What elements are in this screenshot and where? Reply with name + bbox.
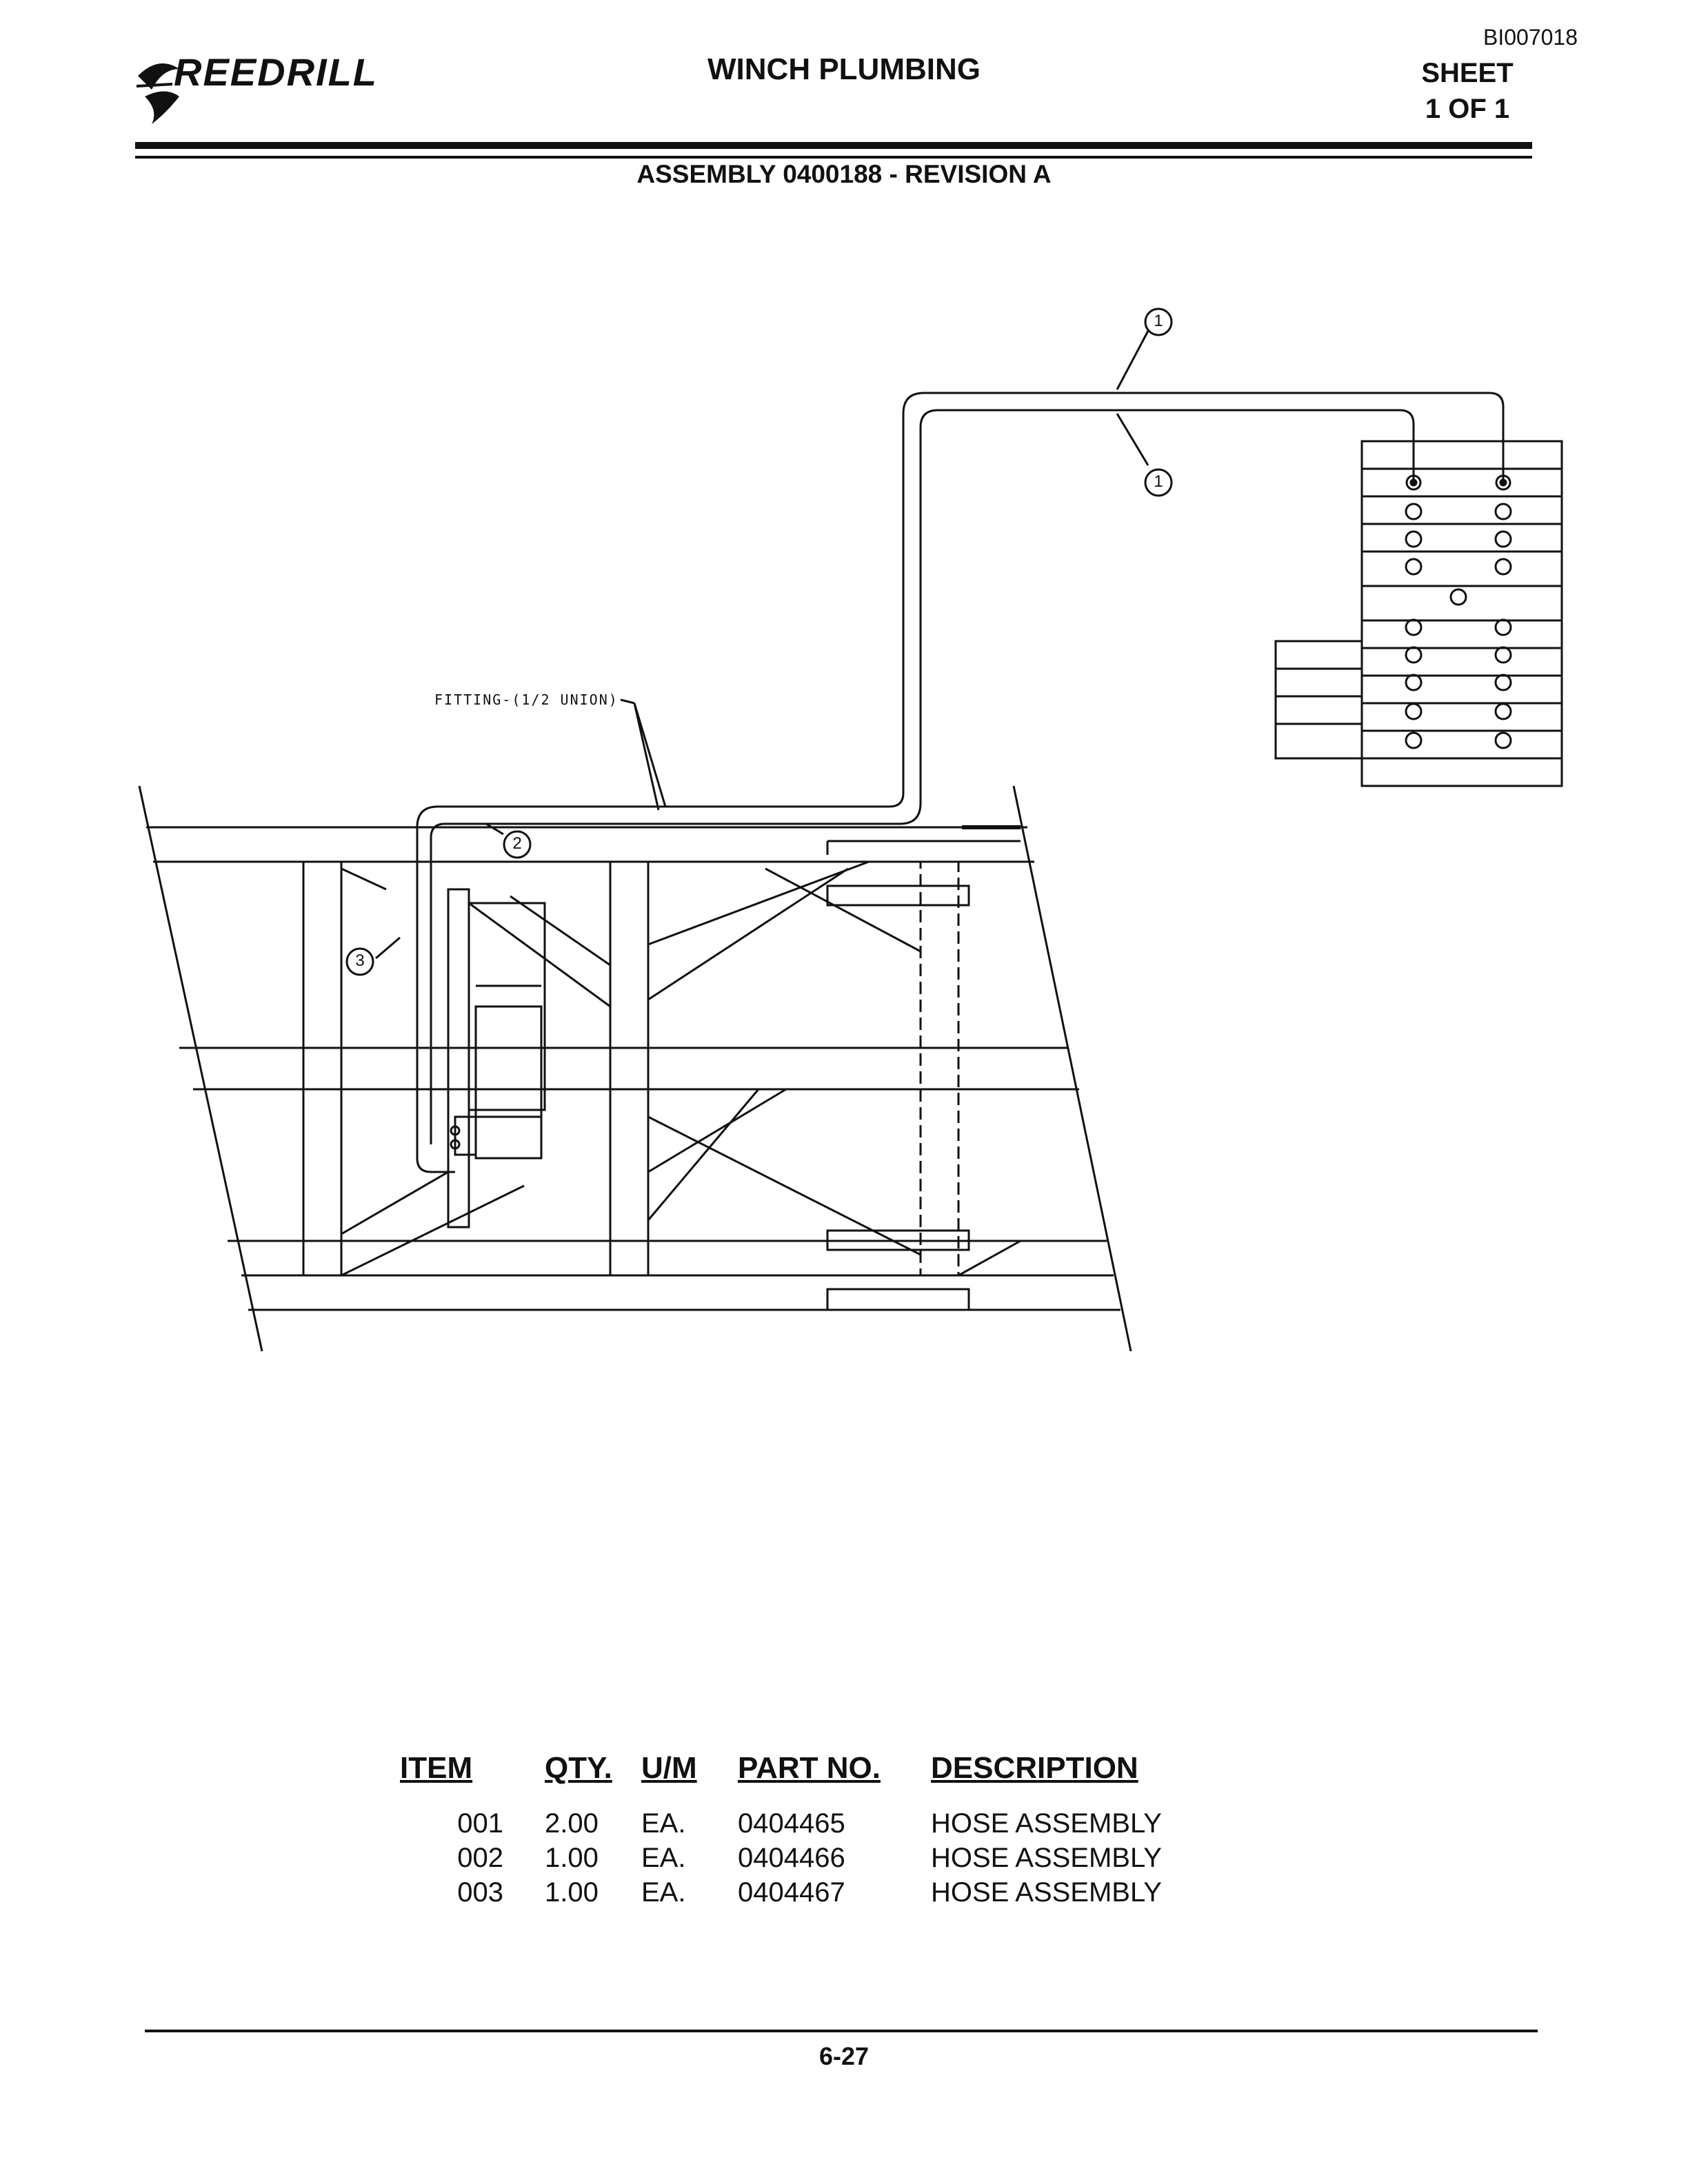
bom-description: HOSE ASSEMBLY (931, 1843, 1162, 1873)
hose-route (416, 392, 1505, 1173)
bom-qty: 1.00 (545, 1877, 599, 1908)
bom-description: HOSE ASSEMBLY (931, 1808, 1162, 1839)
bom-um: EA. (641, 1877, 686, 1908)
callout-1-top: 1 (1154, 312, 1163, 330)
fitting-label: FITTING-(1/2 UNION) (434, 691, 619, 708)
bom-header-item: ITEM (400, 1751, 473, 1785)
bom-header-um: U/M (641, 1751, 697, 1785)
bom-part-no: 0404465 (738, 1808, 845, 1839)
sheet-value: 1 OF 1 (1425, 94, 1510, 124)
document-id: BI007018 (1483, 25, 1578, 50)
bom-item: 003 (457, 1877, 503, 1908)
bom-um: EA. (641, 1808, 686, 1839)
sheet-indicator: SHEET 1 OF 1 (1398, 55, 1536, 127)
bom-description: HOSE ASSEMBLY (931, 1877, 1162, 1908)
header-rule-thin (135, 156, 1532, 159)
bom-header-description: DESCRIPTION (931, 1751, 1138, 1785)
callout-2: 2 (512, 834, 522, 853)
bom-header-qty: QTY. (545, 1751, 612, 1785)
page-title: WINCH PLUMBING (707, 52, 981, 86)
bom-item: 002 (457, 1843, 503, 1873)
page-number: 6-27 (818, 2042, 870, 2070)
callout-1-bottom: 1 (1154, 472, 1163, 491)
logo-text: REEDRILL (174, 50, 378, 94)
bom-header-part-no: PART NO. (738, 1751, 881, 1785)
mast-frame (138, 785, 1132, 1352)
bill-of-materials: ITEM QTY. U/M PART NO. DESCRIPTION 001 2… (386, 1751, 1162, 1910)
winch-plumbing-drawing (138, 307, 1563, 1352)
bom-um: EA. (641, 1843, 686, 1873)
bom-part-no: 0404467 (738, 1877, 845, 1908)
bom-header-row: ITEM QTY. U/M PART NO. DESCRIPTION (386, 1751, 1162, 1806)
logo-swirl-icon (136, 63, 179, 124)
reedrill-logo (131, 48, 379, 131)
bom-row: 002 1.00 EA. 0404466 HOSE ASSEMBLY (386, 1841, 1162, 1875)
header-rule-thick (135, 142, 1532, 149)
bom-qty: 1.00 (545, 1843, 599, 1873)
sheet-label: SHEET (1421, 58, 1514, 88)
footer-rule (145, 2030, 1538, 2032)
assembly-subtitle: ASSEMBLY 0400188 - REVISION A (636, 160, 1052, 188)
bom-table: ITEM QTY. U/M PART NO. DESCRIPTION 001 2… (386, 1751, 1162, 1910)
bom-part-no: 0404466 (738, 1843, 845, 1873)
bom-item: 001 (457, 1808, 503, 1839)
valve-bank (1274, 440, 1563, 787)
callout-3: 3 (355, 951, 365, 970)
winch (447, 888, 546, 1228)
leader-lines (375, 330, 1149, 960)
bom-qty: 2.00 (545, 1808, 599, 1839)
bom-row: 003 1.00 EA. 0404467 HOSE ASSEMBLY (386, 1875, 1162, 1910)
callout-bubbles (345, 307, 1173, 976)
bom-row: 001 2.00 EA. 0404465 HOSE ASSEMBLY (386, 1806, 1162, 1841)
